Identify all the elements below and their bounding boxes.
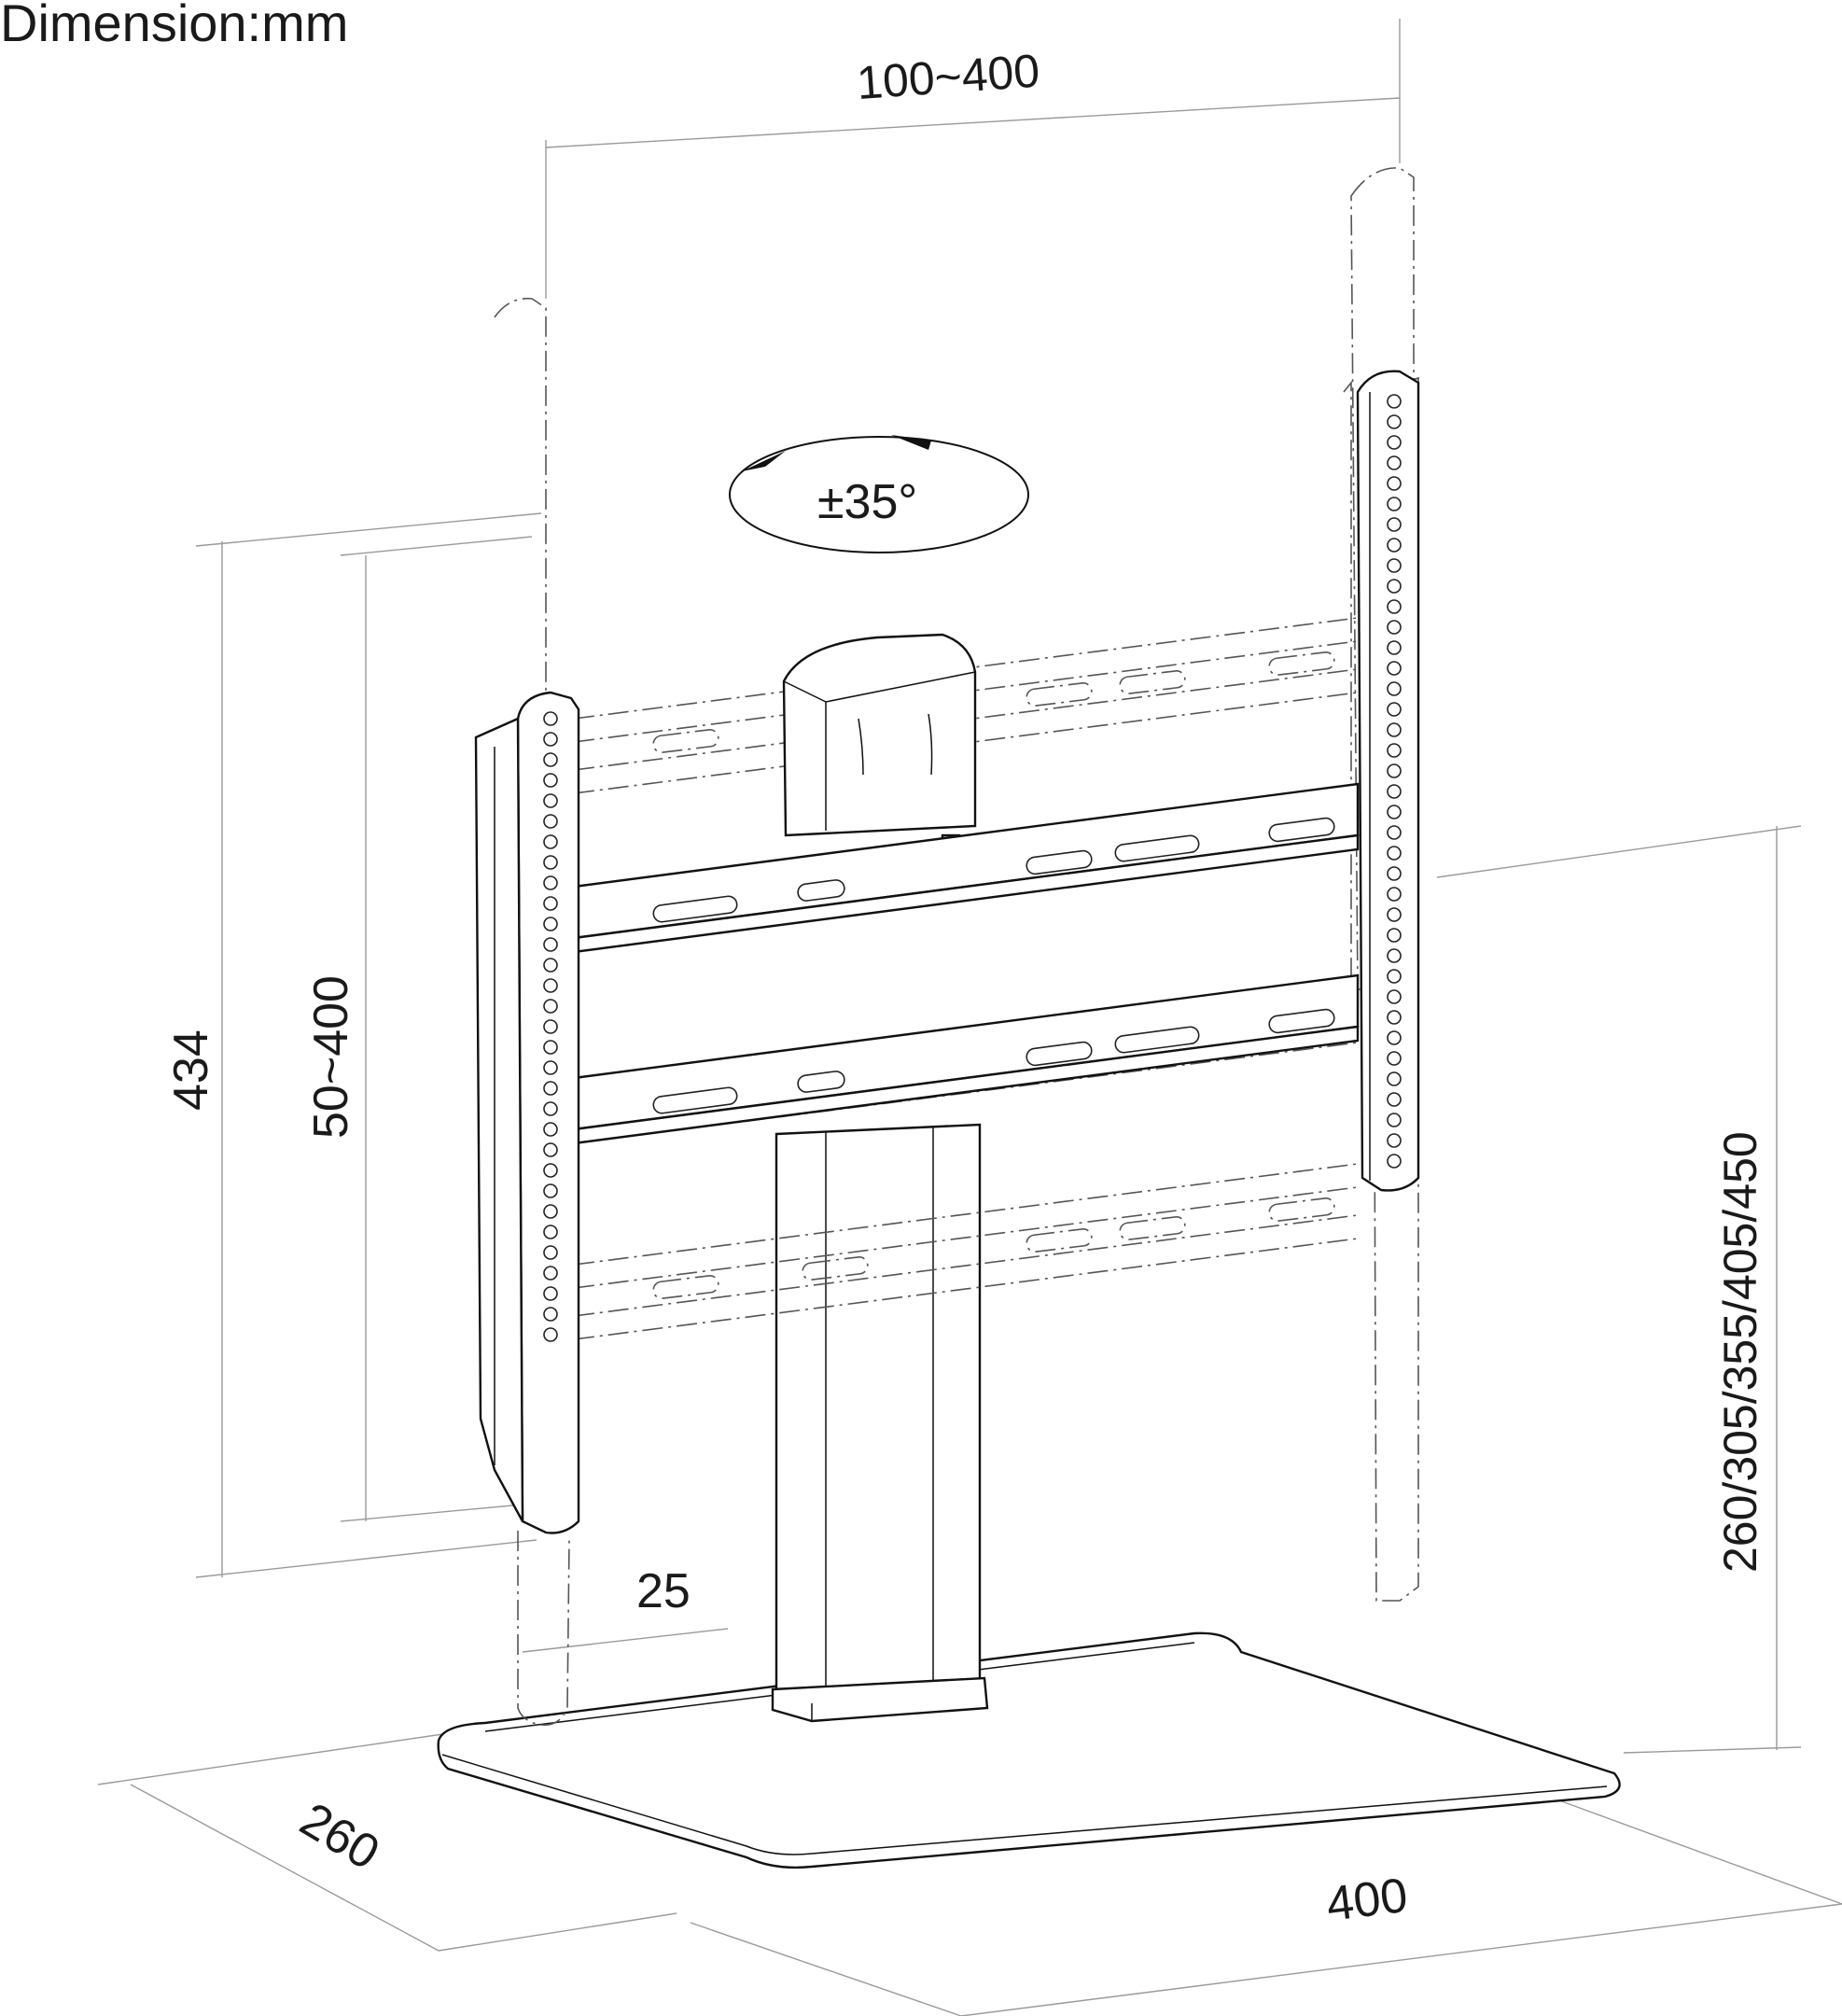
label-swivel: ±35° [817, 475, 917, 529]
mounting-hole [1387, 969, 1402, 984]
label-overall-height: 434 [164, 1029, 218, 1111]
mounting-hole [543, 917, 558, 931]
label-vesa-height: 50~400 [304, 975, 358, 1139]
mounting-hole [1387, 681, 1402, 696]
label-tilt-offset: 25 [636, 1564, 691, 1618]
mounting-hole [1387, 702, 1402, 717]
mounting-hole [543, 1122, 558, 1137]
swivel-arrow-left-icon [742, 451, 786, 471]
mounting-hole [543, 1142, 558, 1157]
mounting-hole [543, 875, 558, 890]
mounting-hole [543, 1183, 558, 1198]
mounting-hole [1387, 476, 1402, 491]
ghost-slots [652, 651, 1335, 1299]
mounting-hole [543, 1081, 558, 1096]
mounting-hole [543, 896, 558, 911]
mounting-hole [1387, 743, 1402, 758]
mounting-hole [1387, 579, 1402, 594]
mounting-hole [543, 1307, 558, 1322]
mounting-hole [543, 1266, 558, 1281]
mounting-hole [543, 999, 558, 1014]
mounting-hole [1387, 784, 1402, 799]
mounting-hole [1387, 989, 1402, 1004]
mounting-hole [1387, 846, 1402, 861]
mounting-hole [1387, 948, 1402, 963]
mounting-hole [543, 1040, 558, 1055]
unit-label: Dimension:mm [0, 0, 348, 52]
mounting-hole [543, 1327, 558, 1342]
mounting-hole [1387, 1010, 1402, 1025]
mounting-hole [543, 1225, 558, 1239]
mounting-hole [1387, 1113, 1402, 1127]
label-vesa-width: 100~400 [855, 45, 1040, 110]
mounting-hole [1387, 1092, 1402, 1107]
mounting-hole [543, 732, 558, 747]
mounting-hole [1387, 722, 1402, 737]
mounting-hole [543, 752, 558, 767]
swivel-arrow-right-icon [891, 435, 931, 450]
mounting-hole [1387, 435, 1402, 450]
mounting-hole [543, 814, 558, 829]
mounting-hole [543, 1163, 558, 1178]
mounting-hole [1387, 394, 1402, 409]
mounting-hole [1387, 517, 1402, 532]
mounting-hole [543, 711, 558, 726]
mounting-hole [543, 1060, 558, 1075]
label-base-width: 400 [1323, 1869, 1410, 1932]
mounting-hole [1387, 414, 1402, 429]
mounting-hole [1387, 928, 1402, 943]
left-upright-holes [543, 711, 558, 1342]
mounting-hole [543, 1204, 558, 1219]
mounting-hole [1387, 1154, 1402, 1169]
mounting-hole [543, 958, 558, 973]
mounting-hole [1387, 1030, 1402, 1045]
mounting-hole [543, 1286, 558, 1301]
mounting-hole [543, 937, 558, 952]
mounting-hole [543, 793, 558, 808]
mounting-hole [1387, 661, 1402, 676]
label-base-depth: 260 [291, 1793, 388, 1881]
mounting-hole [543, 1019, 558, 1034]
mounting-hole [543, 978, 558, 993]
mounting-hole [543, 855, 558, 870]
right-upright [1356, 370, 1420, 1192]
mounting-hole [1387, 558, 1402, 573]
mounting-hole [1387, 1051, 1402, 1066]
mounting-hole [1387, 866, 1402, 881]
mounting-hole [543, 1101, 558, 1116]
mounting-hole [1387, 497, 1402, 511]
mounting-hole [1387, 907, 1402, 922]
mounting-hole [1387, 620, 1402, 635]
mounting-hole [1387, 805, 1402, 819]
mounting-hole [543, 773, 558, 788]
mounting-hole [1387, 1071, 1402, 1086]
crossbars [572, 782, 1360, 1145]
mounting-hole [543, 1245, 558, 1260]
mounting-hole [1387, 825, 1402, 840]
mounting-hole [1387, 763, 1402, 778]
base-plate [437, 1631, 1621, 1869]
label-height-options: 260/305/355/405/450 [1714, 1131, 1766, 1573]
column [771, 1123, 989, 1723]
crossbar-slots [652, 817, 1335, 1114]
mounting-hole [1387, 640, 1402, 655]
mounting-hole [1387, 887, 1402, 902]
swivel-indicator [729, 435, 1029, 553]
dimension-lines [97, 19, 1842, 2016]
mounting-hole [543, 834, 558, 849]
mounting-hole [1387, 455, 1402, 470]
right-upright-holes [1387, 394, 1402, 1169]
mounting-hole [1387, 1133, 1402, 1148]
mounting-hole [1387, 538, 1402, 553]
left-upright [474, 691, 580, 1534]
mounting-hole [1387, 599, 1402, 614]
